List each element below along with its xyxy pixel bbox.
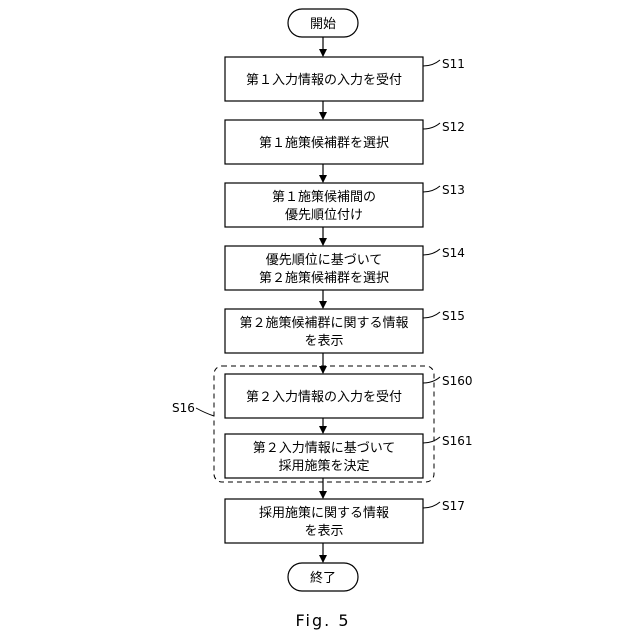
step-text-s161-line2: 採用施策を決定	[278, 458, 369, 474]
step-text-s160: 第２入力情報の入力を受付	[246, 390, 402, 405]
leader-s15	[423, 312, 440, 318]
step-text-s12: 第１施策候補群を選択	[259, 135, 389, 151]
step-text-s11: 第１入力情報の入力を受付	[246, 73, 402, 88]
step-text-s161-line1: 第２入力情報に基づいて	[253, 441, 396, 456]
step-id-s161: S161	[442, 434, 473, 448]
step-text-s15-line1: 第２施策候補群に関する情報	[239, 315, 408, 331]
step-text-s14-line1: 優先順位に基づいて	[266, 253, 383, 268]
step-text-s13-line1: 第１施策候補間の	[272, 189, 376, 205]
leader-s13	[423, 186, 440, 192]
step-id-s14: S14	[442, 246, 465, 260]
step-text-s14-line2: 第２施策候補群を選択	[259, 270, 389, 286]
group-id-s16: S16	[172, 401, 195, 415]
start-label: 開始	[310, 17, 336, 32]
step-text-s13-line2: 優先順位付け	[285, 208, 363, 223]
leader-s16	[196, 408, 214, 416]
step-text-s15-line2: を表示	[304, 334, 343, 349]
step-text-s17-line2: を表示	[304, 524, 343, 539]
leader-s11	[423, 60, 440, 66]
step-id-s11: S11	[442, 57, 465, 71]
step-id-s160: S160	[442, 374, 473, 388]
leader-s12	[423, 123, 440, 129]
end-label: 終了	[310, 570, 336, 586]
leader-s160	[423, 377, 440, 383]
leader-s161	[423, 437, 440, 443]
leader-s17	[423, 502, 440, 508]
step-id-s13: S13	[442, 183, 465, 197]
leader-s14	[423, 249, 440, 255]
step-id-s15: S15	[442, 309, 465, 323]
step-id-s17: S17	[442, 499, 465, 513]
figure-caption: Fig. 5	[296, 611, 351, 630]
step-text-s17-line1: 採用施策に関する情報	[259, 505, 389, 521]
step-id-s12: S12	[442, 120, 465, 134]
